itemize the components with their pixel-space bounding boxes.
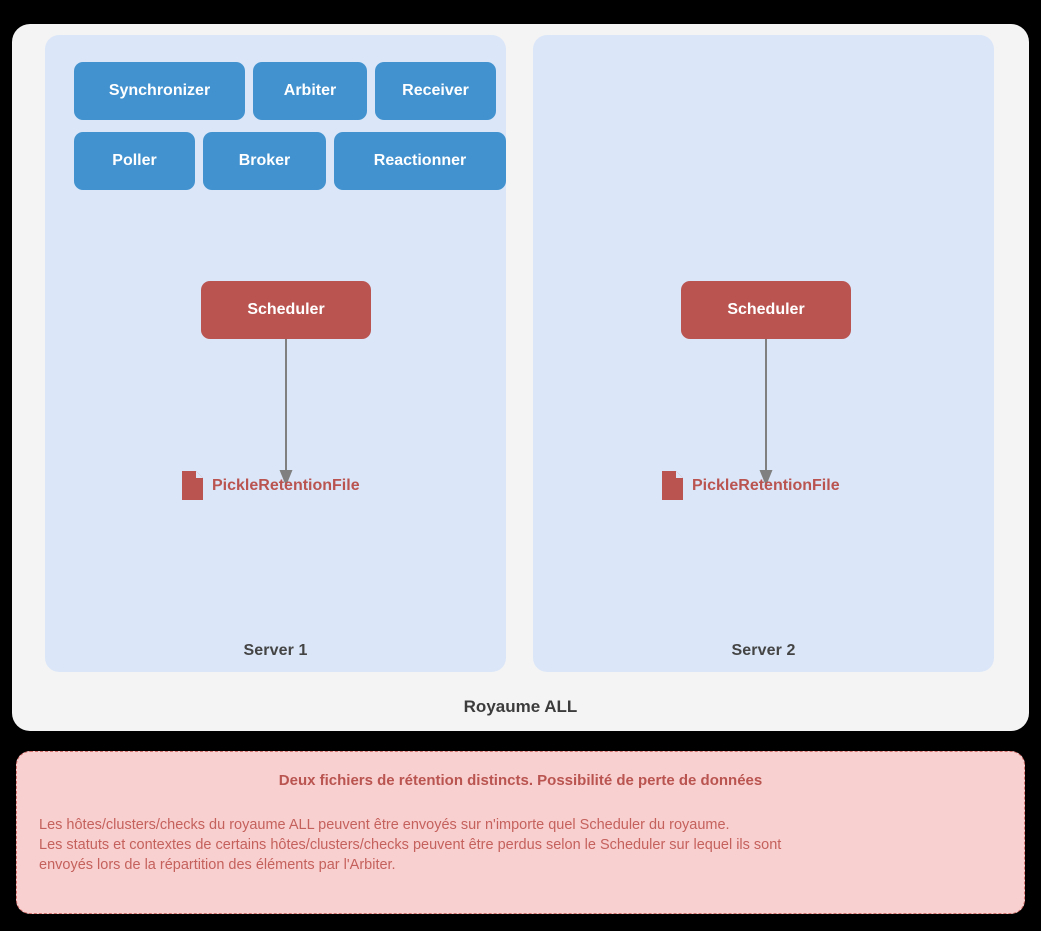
retention-file-label: PickleRetentionFile: [692, 476, 840, 494]
server-label-2: Server 2: [731, 642, 796, 659]
daemon-chip-receiver[interactable]: Receiver: [375, 62, 496, 120]
daemon-chip-poller[interactable]: Poller: [74, 132, 195, 190]
warning-panel: Deux fichiers de rétention distincts. Po…: [16, 751, 1025, 914]
down-arrow-icon: [278, 339, 294, 487]
server-panel-1: Synchronizer Arbiter Receiver Poller Bro…: [45, 35, 506, 672]
retention-file-server-1[interactable]: PickleRetentionFile: [182, 471, 360, 500]
daemon-row-bottom: Poller Broker Reactionner: [74, 132, 506, 190]
warning-title: Deux fichiers de rétention distincts. Po…: [278, 772, 763, 789]
daemon-chip-arbiter[interactable]: Arbiter: [253, 62, 367, 120]
daemon-chip-broker[interactable]: Broker: [203, 132, 326, 190]
daemon-row-top: Synchronizer Arbiter Receiver: [74, 62, 496, 120]
daemon-chip-reactionner[interactable]: Reactionner: [334, 132, 506, 190]
realm-label: Royaume ALL: [463, 697, 578, 716]
server-label-1: Server 1: [243, 642, 308, 659]
file-icon: [662, 471, 683, 500]
scheduler-node-server-1[interactable]: Scheduler: [201, 281, 371, 339]
realm-container: Synchronizer Arbiter Receiver Poller Bro…: [12, 24, 1029, 731]
warning-line: Les hôtes/clusters/checks du royaume ALL…: [39, 817, 730, 833]
file-icon: [182, 471, 203, 500]
down-arrow-icon: [758, 339, 774, 487]
daemon-chip-synchronizer[interactable]: Synchronizer: [74, 62, 245, 120]
warning-line: Les statuts et contextes de certains hôt…: [39, 837, 782, 873]
retention-file-label: PickleRetentionFile: [212, 476, 360, 494]
scheduler-node-server-2[interactable]: Scheduler: [681, 281, 851, 339]
retention-file-server-2[interactable]: PickleRetentionFile: [662, 471, 840, 500]
server-panel-2: Scheduler PickleRetentionFile Server 2: [533, 35, 994, 672]
